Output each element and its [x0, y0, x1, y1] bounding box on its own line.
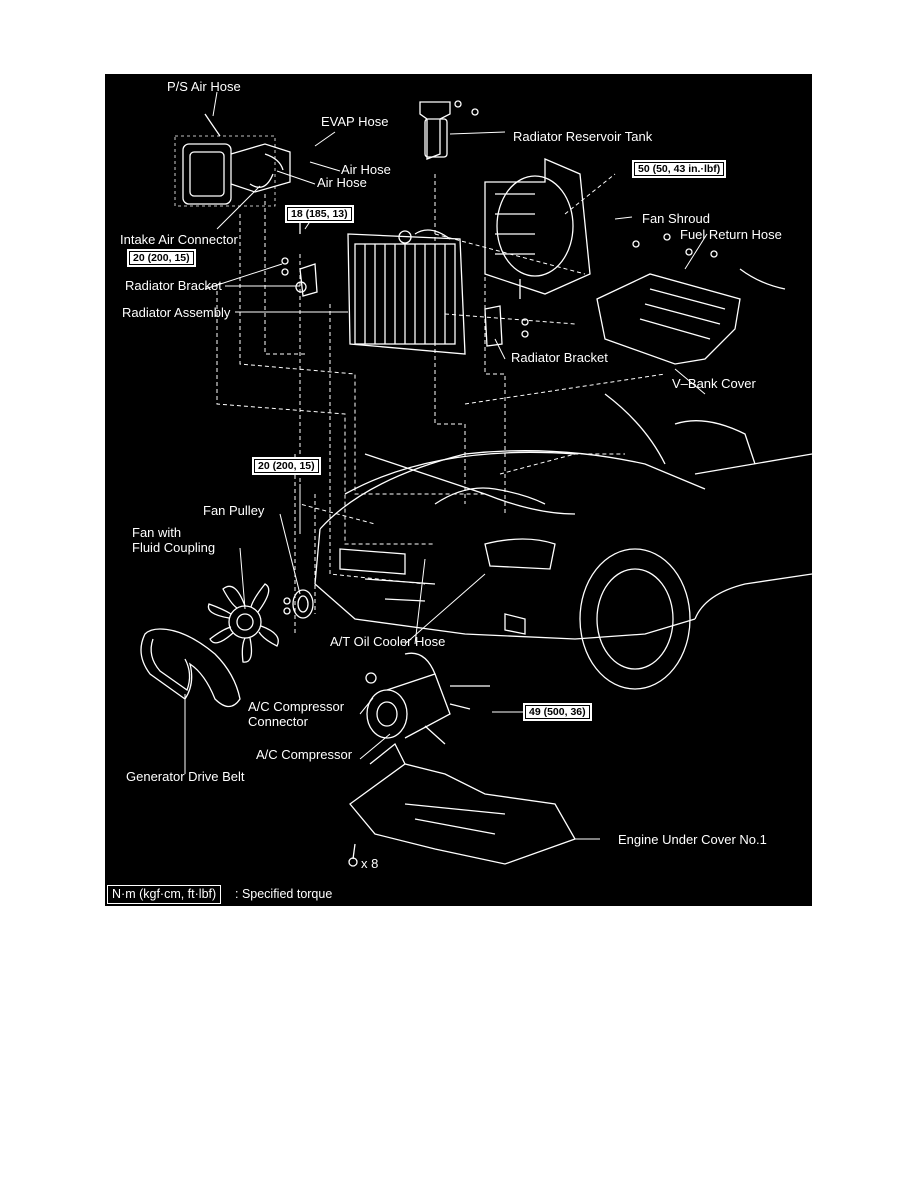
fan-pulley-label: Fan Pulley: [203, 503, 265, 518]
assembly-guide-lines: [216, 173, 666, 634]
torque-spec-18: 18 (185, 13): [285, 205, 354, 223]
legend-unit-box: N·m (kgf·cm, ft·lbf): [107, 885, 222, 904]
ac-compressor-label: A/C Compressor: [256, 747, 353, 762]
fuel-return-hose-label: Fuel Return Hose: [680, 227, 782, 242]
air-hose-label-upper: Air Hose: [341, 162, 391, 177]
parts-diagram: P/S Air Hose EVAP Hose Air Hose Air Hose…: [105, 74, 812, 906]
air-hose-label-lower: Air Hose: [317, 175, 367, 190]
v-bank-cover-label: V–Bank Cover: [672, 376, 756, 391]
at-oil-cooler-hose-label: A/T Oil Cooler Hose: [330, 634, 446, 649]
generator-drive-belt-drawing: [140, 628, 241, 708]
ps-air-hose-label: P/S Air Hose: [167, 79, 241, 94]
fan-with-fluid-coupling-drawing: [207, 583, 279, 663]
engine-under-cover-drawing: [348, 742, 576, 867]
fan-with-fluid-coupling-label: Fan with Fluid Coupling: [132, 525, 216, 555]
fan-shroud-label: Fan Shroud: [642, 211, 710, 226]
ac-compressor-connector-label: A/C Compressor Connector: [248, 699, 345, 729]
bolt-count-label: x 8: [361, 856, 379, 871]
fan-pulley-drawing: [283, 589, 314, 619]
engine-under-cover-label: Engine Under Cover No.1: [618, 832, 767, 847]
reservoir-tank-drawing: [419, 100, 479, 160]
generator-drive-belt-label: Generator Drive Belt: [126, 769, 245, 784]
fan-shroud-drawing: [484, 158, 591, 295]
radiator-bracket-right-label: Radiator Bracket: [511, 350, 608, 365]
intake-air-connector-label: Intake Air Connector: [120, 232, 238, 247]
radiator-assembly-label: Radiator Assembly: [122, 305, 231, 320]
torque-spec-49: 49 (500, 36): [523, 703, 592, 721]
vehicle-body-drawing: [314, 393, 812, 690]
legend-meaning: : Specified torque: [235, 887, 333, 901]
torque-spec-50: 50 (50, 43 in.·lbf): [632, 160, 727, 178]
evap-hose-label: EVAP Hose: [321, 114, 389, 129]
ac-compressor-drawing: [365, 652, 490, 745]
radiator-bracket-left-label: Radiator Bracket: [125, 278, 222, 293]
torque-spec-20-lower: 20 (200, 15): [252, 457, 321, 475]
radiator-reservoir-tank-label: Radiator Reservoir Tank: [513, 129, 653, 144]
v-bank-cover-drawing: [596, 233, 786, 365]
torque-spec-20-upper: 20 (200, 15): [127, 249, 196, 267]
intake-air-connector-drawing: [174, 113, 291, 207]
radiator-assembly-drawing: [347, 229, 466, 355]
